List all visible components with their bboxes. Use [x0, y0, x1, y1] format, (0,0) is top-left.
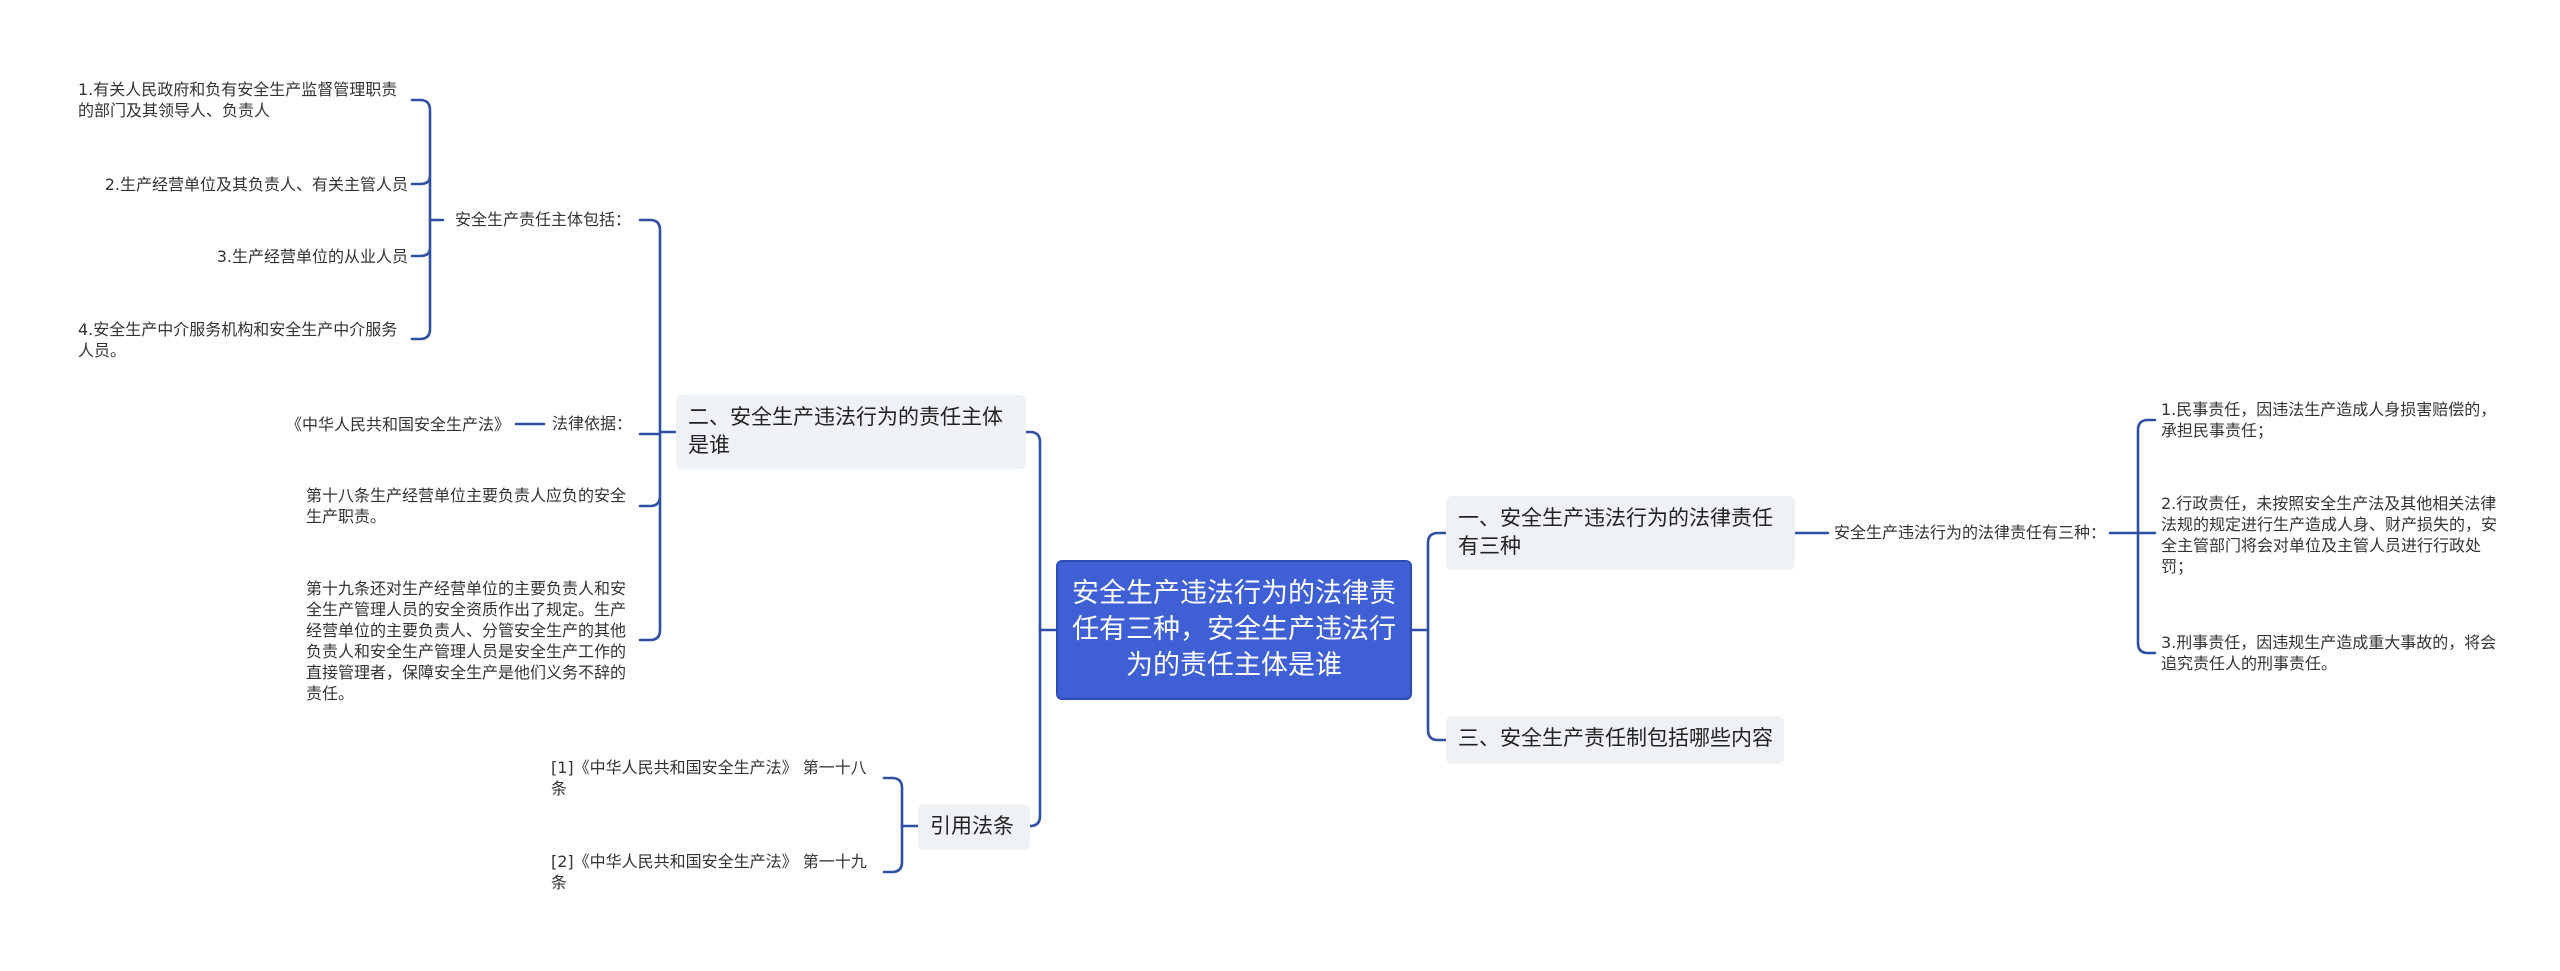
bracket-subject-leaves [410, 98, 432, 341]
label-legal-basis-text: 法律依据： [552, 414, 633, 433]
leaf-civil-liability[interactable]: 1.民事责任，因违法生产造成人身损害赔偿的，承担民事责任； [2161, 399, 2501, 441]
topic-legal-liability-text: 一、安全生产违法行为的法律责任有三种 [1458, 506, 1773, 558]
leaf-criminal-liability[interactable]: 3.刑事责任，因违规生产造成重大事故的，将会追究责任人的刑事责任。 [2161, 632, 2501, 674]
leaf-citation-1[interactable]: [1]《中华人民共和国安全生产法》 第一十八条 [551, 757, 881, 799]
topic-responsible-subject-text: 二、安全生产违法行为的责任主体是谁 [688, 405, 1003, 457]
topic-responsibility-system-text: 三、安全生产责任制包括哪些内容 [1458, 726, 1773, 750]
leaf-safety-law[interactable]: 《中华人民共和国安全生产法》 [230, 414, 510, 435]
leaf-article-19[interactable]: 第十九条还对生产经营单位的主要负责人和安全生产管理人员的安全资质作出了规定。生产… [306, 578, 640, 704]
topic-responsible-subject[interactable]: 二、安全生产违法行为的责任主体是谁 [676, 395, 1026, 469]
bracket-branch2-children [638, 218, 662, 642]
label-subject-includes[interactable]: 安全生产责任主体包括： [455, 210, 631, 230]
root-topic[interactable]: 安全生产违法行为的法律责任有三种，安全生产违法行为的责任主体是谁 [1056, 560, 1412, 700]
leaf-subject-agencies[interactable]: 4.安全生产中介服务机构和安全生产中介服务人员。 [78, 319, 408, 361]
leaf-subject-government[interactable]: 1.有关人民政府和负有安全生产监督管理职责的部门及其领导人、负责人 [78, 79, 408, 121]
root-topic-text: 安全生产违法行为的法律责任有三种，安全生产违法行为的责任主体是谁 [1072, 578, 1396, 681]
label-legal-basis[interactable]: 法律依据： [552, 414, 632, 434]
leaf-safety-law-text: 《中华人民共和国安全生产法》 [285, 415, 510, 434]
leaf-subject-enterprise-text: 2.生产经营单位及其负责人、有关主管人员 [104, 175, 408, 194]
label-three-liabilities[interactable]: 安全生产违法行为的法律责任有三种： [1834, 523, 2106, 543]
leaf-administrative-liability[interactable]: 2.行政责任，未按照安全生产法及其他相关法律法规的规定进行生产造成人身、财产损失… [2161, 493, 2501, 577]
leaf-citation-1-text: [1]《中华人民共和国安全生产法》 第一十八条 [551, 758, 867, 798]
leaf-citation-2[interactable]: [2]《中华人民共和国安全生产法》 第一十九条 [551, 851, 881, 893]
leaf-administrative-liability-text: 2.行政责任，未按照安全生产法及其他相关法律法规的规定进行生产造成人身、财产损失… [2161, 494, 2498, 576]
label-three-liabilities-text: 安全生产违法行为的法律责任有三种： [1834, 523, 2107, 542]
leaf-subject-employees[interactable]: 3.生产经营单位的从业人员 [78, 246, 408, 267]
topic-legal-liability[interactable]: 一、安全生产违法行为的法律责任有三种 [1446, 496, 1795, 570]
leaf-article-18-text: 第十八条生产经营单位主要负责人应负的安全生产职责。 [306, 486, 627, 526]
bracket-root-left [1018, 430, 1042, 828]
topic-citations-text: 引用法条 [930, 814, 1014, 838]
bracket-citations-leaves [882, 776, 904, 874]
topic-responsibility-system[interactable]: 三、安全生产责任制包括哪些内容 [1446, 716, 1784, 764]
leaf-subject-government-text: 1.有关人民政府和负有安全生产监督管理职责的部门及其领导人、负责人 [78, 80, 398, 120]
label-subject-includes-text: 安全生产责任主体包括： [455, 210, 632, 229]
leaf-criminal-liability-text: 3.刑事责任，因违规生产造成重大事故的，将会追究责任人的刑事责任。 [2161, 633, 2497, 673]
leaf-subject-employees-text: 3.生产经营单位的从业人员 [216, 247, 408, 266]
leaf-citation-2-text: [2]《中华人民共和国安全生产法》 第一十九条 [551, 852, 867, 892]
leaf-subject-enterprise[interactable]: 2.生产经营单位及其负责人、有关主管人员 [78, 174, 408, 195]
leaf-article-19-text: 第十九条还对生产经营单位的主要负责人和安全生产管理人员的安全资质作出了规定。生产… [306, 579, 627, 703]
bracket-root-right [1426, 531, 1448, 742]
bracket-branch1-leaves [2136, 418, 2157, 655]
leaf-civil-liability-text: 1.民事责任，因违法生产造成人身损害赔偿的，承担民事责任； [2161, 400, 2497, 440]
topic-citations[interactable]: 引用法条 [918, 804, 1030, 850]
leaf-subject-agencies-text: 4.安全生产中介服务机构和安全生产中介服务人员。 [78, 320, 398, 360]
leaf-article-18[interactable]: 第十八条生产经营单位主要负责人应负的安全生产职责。 [306, 485, 636, 527]
